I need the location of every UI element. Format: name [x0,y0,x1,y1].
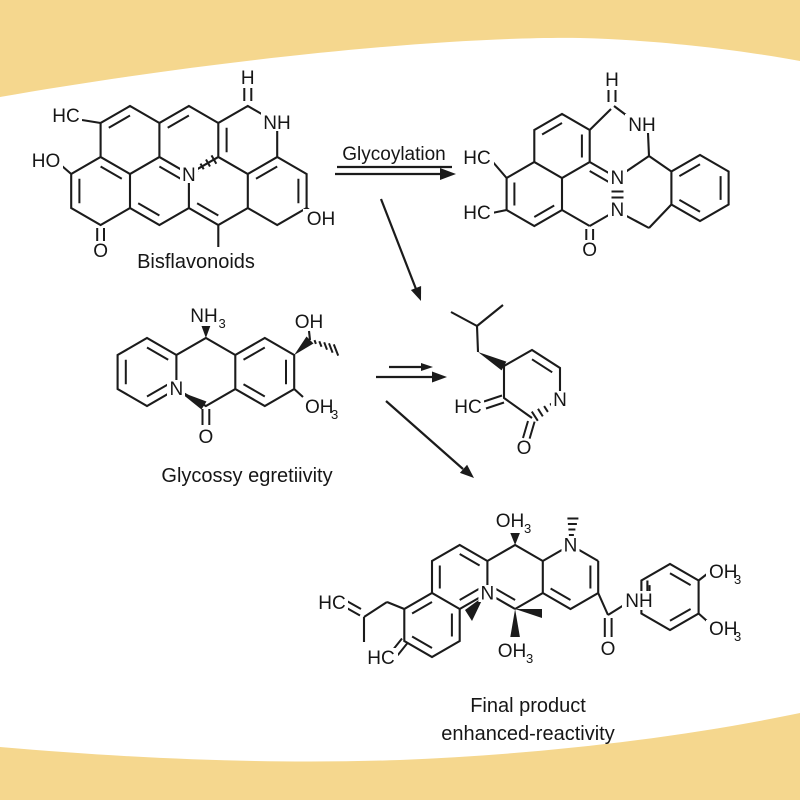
s1-atom-ho: HO [32,151,61,172]
s1-atom-n: N [182,165,196,186]
structure-glycossy-egretiivity: NH 3 OH OH 3 N O Glycossy egretiivity [116,306,344,487]
diagonal-arrow-bottom-shaft [385,400,464,470]
s5-label-masks [315,511,744,667]
s1-atom-hc: HC [52,106,79,127]
s5-atom-n-core: N [481,584,495,605]
s2-atom-h: H [605,70,619,91]
s5-wedge-oh3-top [510,533,520,545]
s5-atom-hc-top: HC [318,593,345,614]
structure-final-product: OH 3 N N OH 3 HC HC NH O OH 3 OH 3 Final… [315,511,744,745]
s3-hashed-methyl [313,339,340,356]
s5-atom-oh3-right-lower-sub: 3 [734,629,741,644]
s5-atom-oh3-right-upper: OH [709,562,738,583]
s5-atom-oh3-bottom-sub: 3 [526,651,533,666]
s1-atom-h: H [241,68,255,89]
s1-atom-o: O [93,241,108,262]
s1-double-bonds [78,88,300,242]
s2-label-masks [460,70,658,259]
s5-wedge-oh3-bottom [510,609,520,637]
double-arrow [376,363,447,383]
s4-atom-n: N [553,390,567,411]
s3-label-masks [167,306,344,446]
s3-caption: Glycossy egretiivity [161,465,332,487]
s2-atom-o: O [582,240,597,261]
diagonal-arrow-bottom [385,400,474,478]
s3-wedge-n-carbonyl [178,391,207,410]
s3-wedge-sidechain [294,336,314,355]
s3-wedge-nh3 [201,326,211,338]
s3-atom-o: O [199,427,214,448]
s4-bonds [450,304,562,419]
s4-atom-hc: HC [454,397,481,418]
diagonal-arrow-bottom-head [459,464,474,478]
s2-bonds [491,105,730,229]
s2-atom-n-top: N [611,168,625,189]
structure-pyridinone-intermediate: N O HC [450,304,569,459]
s5-atom-nh: NH [625,591,652,612]
s3-atom-oh: OH [295,312,324,333]
double-arrow-bottom-head [432,371,447,383]
s3-atom-nh3-sub: 3 [219,316,226,331]
s4-double-bonds [483,358,553,439]
double-arrow-top-head [421,363,433,371]
glycoylation-arrow: Glycoylation [335,144,456,180]
s3-atom-oh3: OH [305,397,334,418]
s2-double-bonds [513,90,722,243]
s3-atom-oh3-sub: 3 [331,407,338,422]
s5-atom-oh3-right-upper-sub: 3 [734,572,741,587]
s5-atom-oh3-bottom: OH [498,641,527,662]
s4-wedge-stereo [478,352,507,371]
s1-atom-oh: OH [307,209,336,230]
s5-atom-oh3-right-lower: OH [709,619,738,640]
s2-n-n-hashed-bond [611,190,624,199]
s1-atom-nh: NH [263,113,290,134]
s5-wedge-methyl-right [515,609,542,618]
s4-atom-o: O [517,438,532,459]
s5-atom-oh3-top-sub: 3 [524,521,531,536]
s5-atom-oh3-top: OH [496,511,525,532]
s2-atom-n-bottom: N [611,200,625,221]
s2-atom-nh: NH [628,115,655,136]
s5-bonds [362,543,708,659]
top-decorative-band [0,0,800,97]
s2-atom-hc-bottom: HC [463,203,490,224]
s3-atom-nh3: NH [190,306,217,327]
s3-atom-n: N [170,379,184,400]
structure-glycoylation-product: HC HC H NH N N O [460,70,730,261]
s5-wedge-n-core [465,596,484,621]
diagonal-arrow-top [379,198,422,301]
diagonal-arrow-top-head [410,286,422,301]
s5-atom-o: O [601,639,616,660]
structure-bisflavonoids: HC H NH HO N OH O Bisflavonoids [29,67,339,273]
s1-caption: Bisflavonoids [137,251,255,273]
s1-label-masks [29,67,339,260]
s4-label-masks [451,391,569,457]
s3-bonds [116,330,312,408]
s5-caption-line1: Final product [470,695,586,717]
s5-caption-line2: enhanced-reactivity [441,723,614,745]
s5-hashed-n-methyl [567,517,579,536]
s3-double-bonds [124,346,287,425]
s4-hashed-n-bond [530,402,554,422]
s5-atom-n-amine: N [564,536,578,557]
glycoylation-label: Glycoylation [342,144,446,165]
diagonal-arrow-top-shaft [379,198,418,290]
s2-atom-hc-top: HC [463,148,490,169]
bottom-decorative-band [0,713,800,800]
s5-atom-hc-bottom: HC [367,648,394,669]
glycoylation-arrowhead [440,168,456,180]
